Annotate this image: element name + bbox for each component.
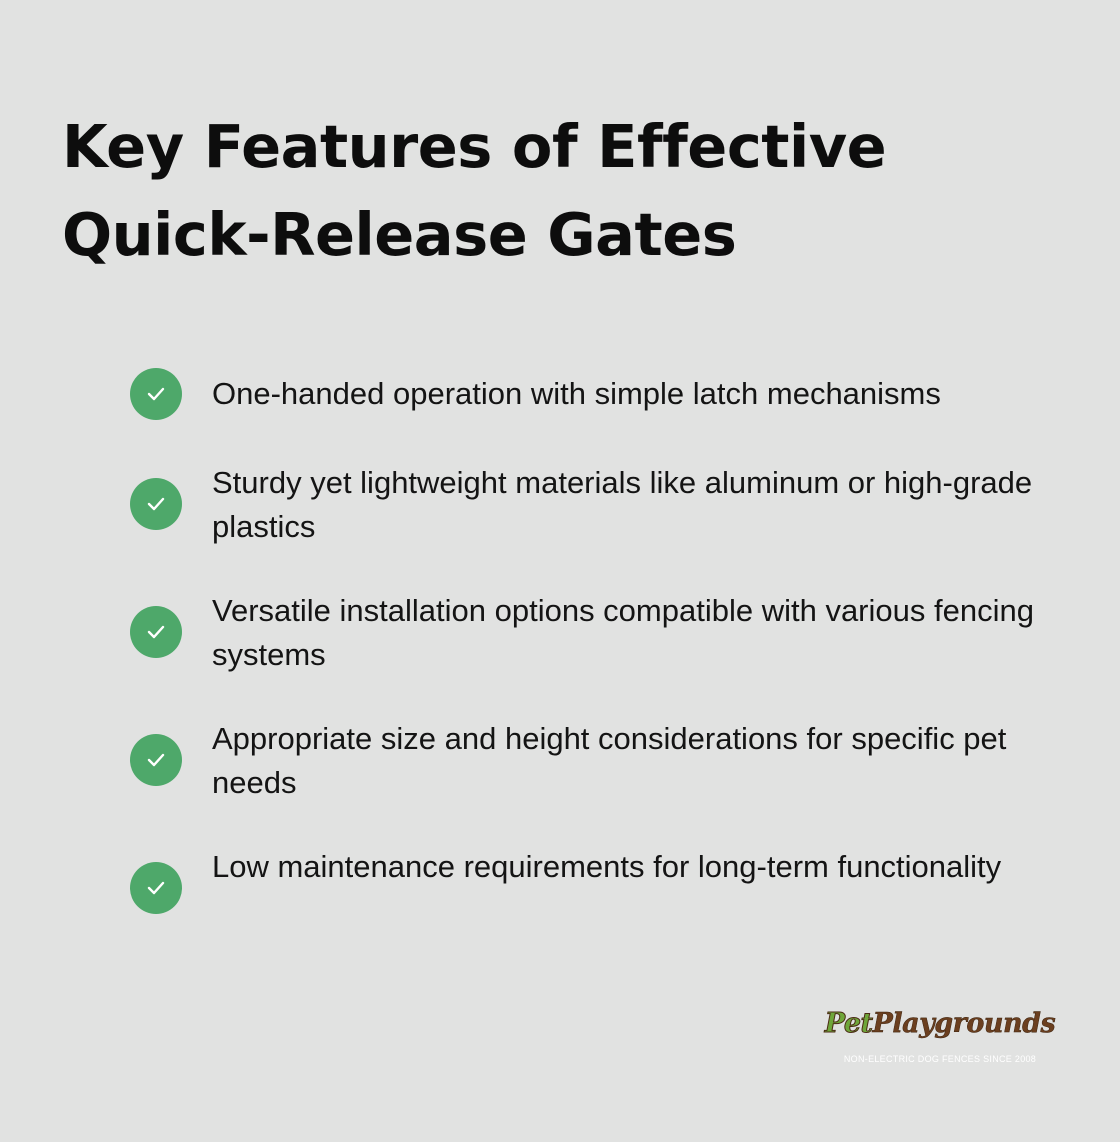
title-line-1: Key Features of Effective xyxy=(62,112,887,181)
check-circle-icon xyxy=(130,478,182,530)
title-line-2: Quick-Release Gates xyxy=(62,200,737,269)
feature-text: Appropriate size and height consideratio… xyxy=(212,721,1007,800)
feature-text: One-handed operation with simple latch m… xyxy=(212,376,941,411)
check-circle-icon xyxy=(130,734,182,786)
feature-item: Low maintenance requirements for long-te… xyxy=(130,849,1030,962)
logo-tagline: NON-ELECTRIC DOG FENCES SINCE 2008 xyxy=(843,1054,1037,1064)
feature-item: One-handed operation with simple latch m… xyxy=(130,368,1030,468)
check-circle-icon xyxy=(130,606,182,658)
brand-logo: PetPlaygrounds NON-ELECTRIC DOG FENCES S… xyxy=(820,1008,1060,1074)
feature-item: Versatile installation options compatibl… xyxy=(130,593,1034,706)
page-title: Key Features of Effective Quick-Release … xyxy=(62,103,1022,279)
feature-text: Versatile installation options compatibl… xyxy=(212,593,1034,672)
check-circle-icon xyxy=(130,368,182,420)
check-circle-icon xyxy=(130,862,182,914)
feature-text: Sturdy yet lightweight materials like al… xyxy=(212,465,1033,544)
feature-item: Sturdy yet lightweight materials like al… xyxy=(130,465,1032,578)
logo-wordmark: PetPlaygrounds xyxy=(820,1008,1060,1040)
feature-text: Low maintenance requirements for long-te… xyxy=(212,849,1002,884)
logo-word-pet: Pet xyxy=(824,1008,873,1040)
logo-word-playgrounds: Playgrounds xyxy=(872,1008,1056,1040)
feature-item: Appropriate size and height consideratio… xyxy=(130,721,1030,834)
